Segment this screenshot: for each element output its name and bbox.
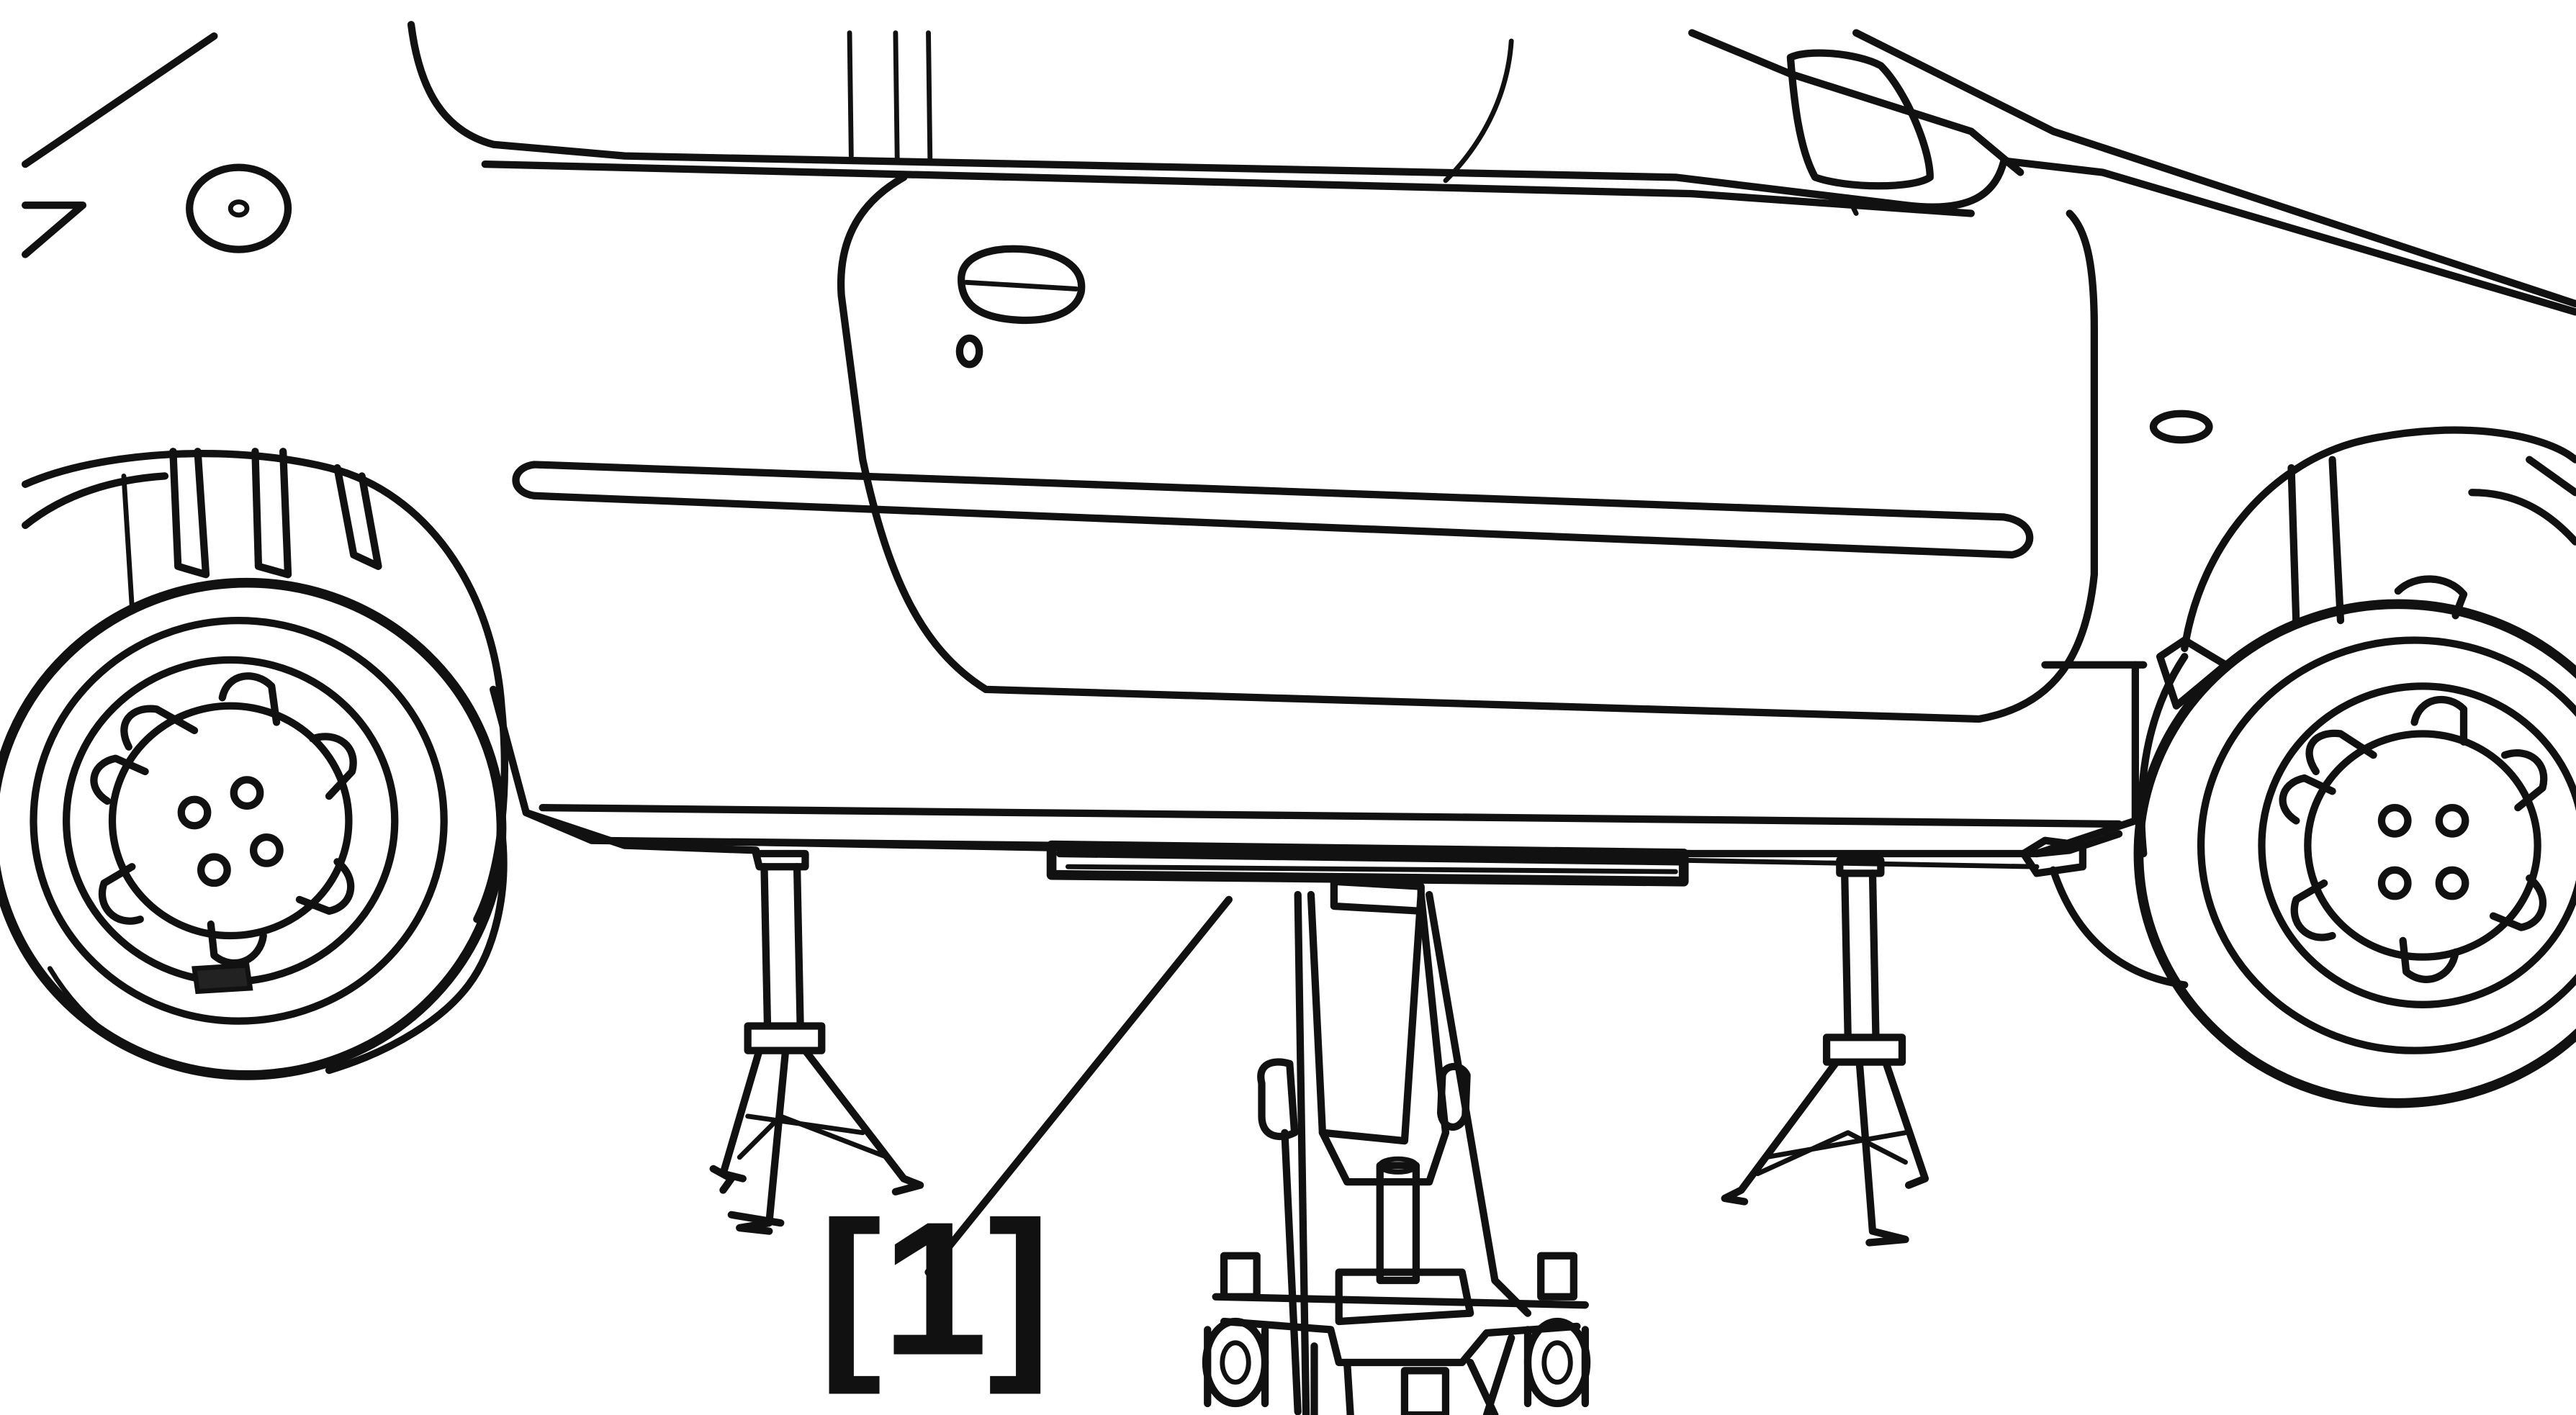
lifting-beam-pad (1046, 840, 1689, 887)
left-axle-stand (709, 849, 924, 1235)
right-axle-stand (1721, 856, 1929, 1247)
rear-wheel (2049, 426, 2576, 1108)
trolley-jack (1202, 877, 1591, 1415)
car-body (21, 21, 2576, 877)
callout-label: [1] (819, 1183, 1051, 1396)
front-wheel (0, 448, 508, 1080)
callout-leader-line (924, 895, 1233, 1276)
callout: [1] (819, 895, 1233, 1396)
